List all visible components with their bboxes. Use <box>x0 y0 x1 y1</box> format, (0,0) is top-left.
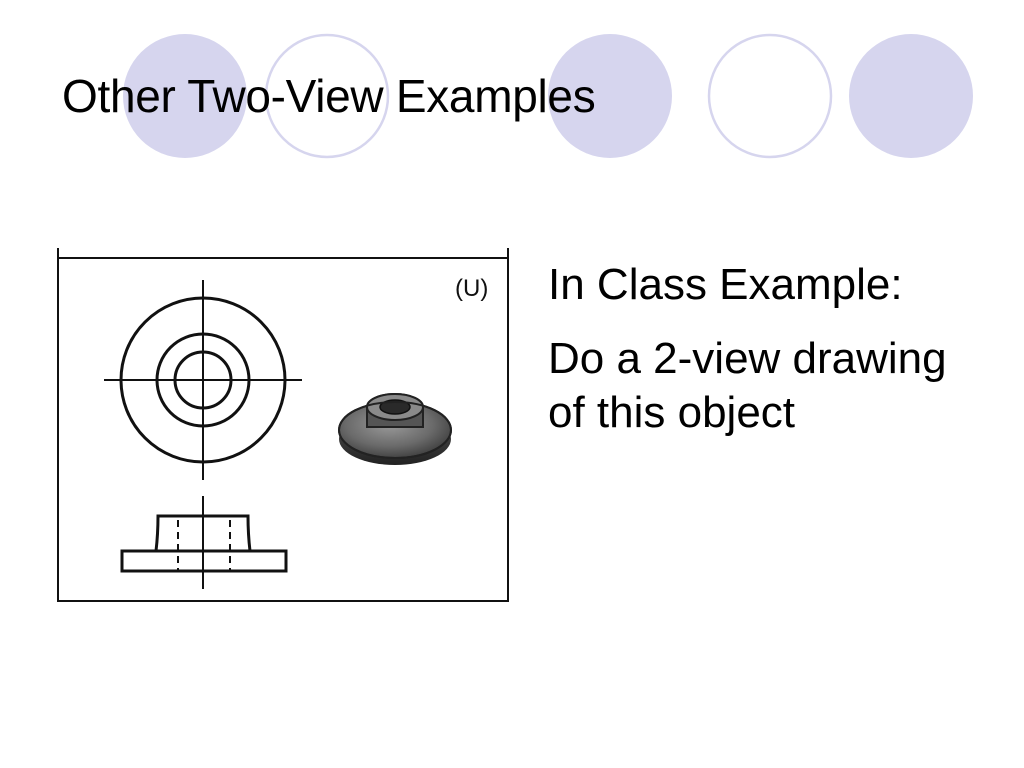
deco-circle-outline <box>707 33 833 159</box>
slide-body: In Class Example: Do a 2-view drawing of… <box>548 258 988 440</box>
decorative-circles <box>123 33 973 159</box>
deco-circle-filled <box>123 34 247 158</box>
deco-circle-outline <box>264 33 390 159</box>
deco-circle-filled <box>548 34 672 158</box>
two-view-figure: (U) <box>52 244 514 616</box>
deco-circle-filled <box>849 34 973 158</box>
figure-tag: (U) <box>455 275 488 302</box>
top-view <box>104 280 302 480</box>
front-view <box>120 496 288 589</box>
object-pictorial <box>338 393 452 465</box>
drawing-frame <box>57 248 509 602</box>
slide-title: Other Two-View Examples <box>62 70 596 122</box>
instruction-text: Do a 2-view drawing of this object <box>548 334 947 437</box>
drawing-image: (U) <box>57 248 509 602</box>
example-heading: In Class Example: <box>548 260 903 309</box>
